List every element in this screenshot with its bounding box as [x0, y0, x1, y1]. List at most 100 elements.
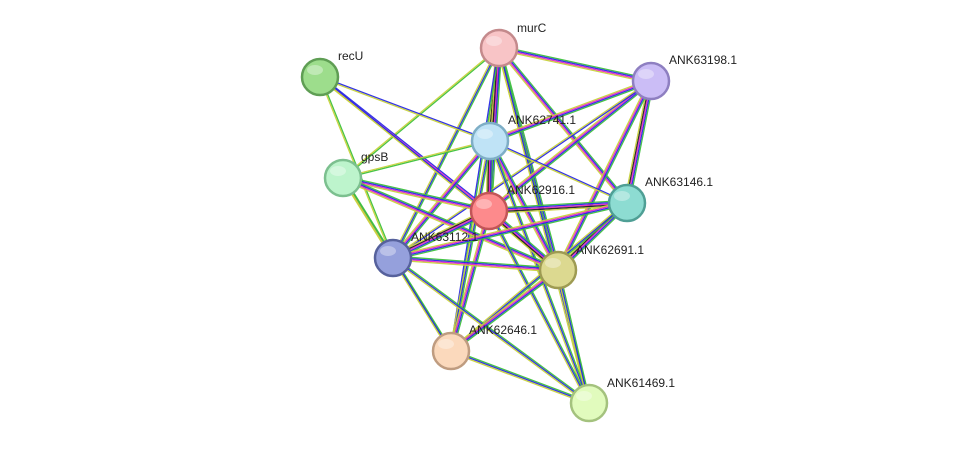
node-circle[interactable]: [431, 331, 471, 371]
edge-ank63198-1-ank63146-1: [623, 80, 655, 204]
node-label: ANK63198.1: [669, 53, 737, 67]
edge-evidence-blue: [450, 350, 590, 404]
edge-evidence-blue: [557, 80, 653, 271]
node-highlight: [380, 246, 396, 256]
edge-evidence-yellow: [449, 140, 490, 351]
node-ank62691-1[interactable]: ANK62691.1: [538, 243, 644, 290]
node-circle[interactable]: [300, 57, 340, 97]
edge-evidence-blue: [392, 257, 590, 404]
edge-evidence-blue: [490, 139, 628, 204]
node-ank62916-1[interactable]: ANK62916.1: [469, 183, 575, 231]
edge-evidence-green: [343, 141, 491, 180]
edge-evidence-magenta: [556, 80, 652, 270]
edge-evidence-magenta: [626, 80, 652, 204]
edge-ank62741-1-ank62646-1: [449, 140, 492, 352]
edge-evidence-green: [558, 269, 591, 403]
edge-evidence-green: [499, 45, 652, 80]
edge-evidence-black: [489, 203, 628, 213]
edge-evidence-magenta: [392, 201, 627, 259]
edge-ank63112-1-ank61469-1: [391, 256, 591, 405]
edge-evidence-green: [491, 139, 561, 270]
edge-evidence-green: [451, 349, 590, 403]
edge-evidence-magenta: [489, 79, 651, 141]
edge-evidence-blue: [499, 46, 652, 82]
edge-evidence-yellow: [450, 351, 589, 405]
node-highlight: [638, 69, 654, 79]
node-circle[interactable]: [569, 383, 609, 423]
node-ank62646-1[interactable]: ANK62646.1: [431, 323, 537, 371]
edge-evidence-green: [489, 210, 591, 403]
edge-ank62741-1-ank63146-1: [489, 139, 628, 205]
node-highlight: [614, 191, 630, 201]
node-murc[interactable]: murC: [479, 21, 547, 68]
edge-evidence-blue: [392, 202, 628, 260]
edge-evidence-blue: [488, 201, 627, 211]
node-label: ANK62646.1: [469, 323, 537, 337]
edge-recu-ank62741-1: [319, 75, 491, 143]
node-circle[interactable]: [607, 183, 647, 223]
edge-evidence-magenta: [342, 177, 489, 213]
node-label: ANK62916.1: [507, 183, 575, 197]
node-highlight: [486, 36, 502, 46]
node-label: murC: [517, 21, 547, 35]
node-circle[interactable]: [470, 121, 510, 161]
edge-evidence-yellow: [342, 47, 500, 178]
node-highlight: [438, 339, 454, 349]
edge-evidence-blue: [392, 80, 652, 260]
edge-evidence-yellow: [392, 79, 651, 259]
node-highlight: [476, 199, 492, 209]
node-ank63112-1[interactable]: ANK63112.1: [373, 230, 478, 278]
edge-evidence-green: [628, 81, 655, 204]
edge-evidence-green: [342, 48, 500, 179]
edge-ank62691-1-ank62646-1: [449, 267, 560, 354]
node-gpsb[interactable]: gpsB: [323, 150, 388, 198]
edge-ank62741-1-gpsb: [342, 139, 491, 180]
node-highlight: [477, 129, 493, 139]
edge-evidence-black: [625, 80, 651, 203]
node-circle[interactable]: [323, 158, 363, 198]
edge-evidence-yellow: [319, 77, 491, 143]
node-circle[interactable]: [538, 250, 578, 290]
edge-evidence-green: [343, 175, 560, 269]
edge-evidence-blue: [320, 75, 491, 211]
node-circle[interactable]: [469, 191, 509, 231]
edge-evidence-yellow: [391, 258, 589, 405]
edge-ank63198-1-ank63112-1: [392, 79, 652, 260]
edge-ank63112-1-ank62691-1: [392, 255, 559, 273]
node-ank61469-1[interactable]: ANK61469.1: [569, 376, 675, 423]
edge-evidence-green: [393, 48, 501, 259]
edge-evidence-yellow: [449, 267, 558, 350]
node-ank62741-1[interactable]: ANK62741.1: [470, 113, 576, 161]
node-label: ANK63112.1: [411, 230, 478, 244]
edge-evidence-blue: [319, 75, 491, 141]
edge-evidence-yellow: [555, 79, 650, 270]
edge-ank63198-1-ank62691-1: [555, 79, 654, 272]
node-label: recU: [338, 49, 363, 63]
node-highlight: [330, 166, 346, 176]
edge-evidence-magenta: [488, 202, 628, 212]
edge-ank63198-1-ank62741-1: [489, 78, 652, 144]
edge-evidence-green: [451, 271, 560, 354]
edge-evidence-magenta: [450, 268, 558, 352]
edge-evidence-yellow: [489, 140, 627, 205]
edge-gpsb-ank62691-1: [341, 175, 560, 273]
node-label: ANK62691.1: [576, 243, 644, 257]
node-circle[interactable]: [373, 238, 413, 278]
edge-evidence-yellow: [342, 139, 490, 178]
edge-evidence-blue: [393, 256, 559, 271]
node-label: ANK63146.1: [645, 175, 713, 189]
edge-evidence-yellow: [489, 78, 651, 140]
edge-evidence-blue: [488, 210, 590, 404]
node-ank63198-1[interactable]: ANK63198.1: [631, 53, 737, 101]
node-ank63146-1[interactable]: ANK63146.1: [607, 175, 713, 223]
node-circle[interactable]: [631, 61, 671, 101]
edge-evidence-blue: [490, 140, 560, 271]
edge-evidence-magenta: [449, 210, 490, 352]
edge-evidence-green: [490, 82, 652, 144]
edge-evidence-yellow: [488, 141, 589, 404]
node-circle[interactable]: [479, 28, 519, 68]
edge-evidence-yellow: [623, 80, 650, 203]
edge-evidence-blue: [557, 269, 590, 404]
node-recu[interactable]: recU: [300, 49, 363, 97]
